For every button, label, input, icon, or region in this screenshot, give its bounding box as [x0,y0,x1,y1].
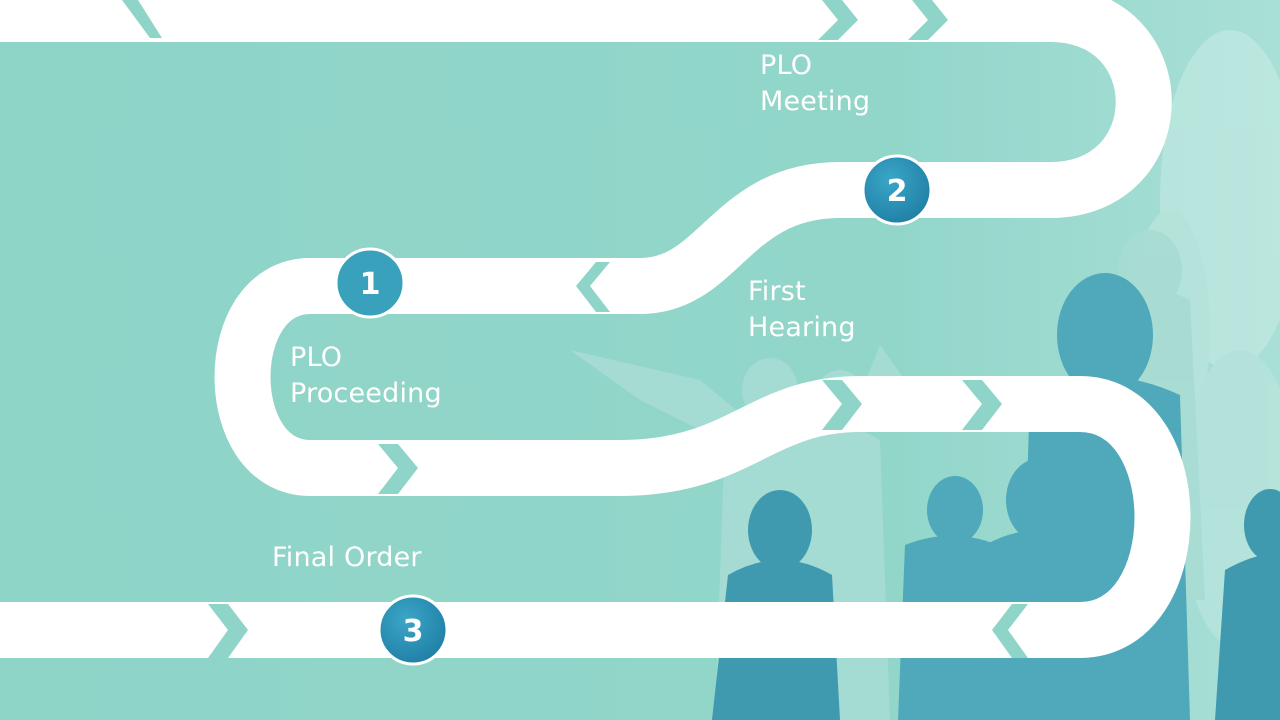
label-first-hearing-line2: Hearing [748,312,856,343]
label-first-hearing: First Hearing [748,274,856,346]
label-first-hearing-line1: First [748,276,806,307]
label-final-order: Final Order [272,540,422,576]
label-plo-meeting-line2: Meeting [760,86,871,117]
step-badge-1: 1 [334,247,406,319]
step-number-2: 2 [887,174,908,209]
label-plo-meeting-line1: PLO [760,50,813,81]
label-plo-proceeding-line2: Proceeding [290,378,442,409]
label-plo-meeting: PLO Meeting [760,48,870,120]
roadmap-path [0,0,1191,658]
step-number-1: 1 [360,267,381,302]
step-badge-3: 3 [377,594,449,666]
path-segment-middle [214,258,1191,658]
path-segment-top [0,0,1172,314]
step-number-3: 3 [403,614,424,649]
path-chevrons [122,0,1028,658]
label-plo-proceeding: PLO Proceeding [290,340,442,412]
step-badge-2: 2 [861,154,933,226]
label-final-order-line1: Final Order [272,542,422,573]
label-plo-proceeding-line1: PLO [290,342,343,373]
